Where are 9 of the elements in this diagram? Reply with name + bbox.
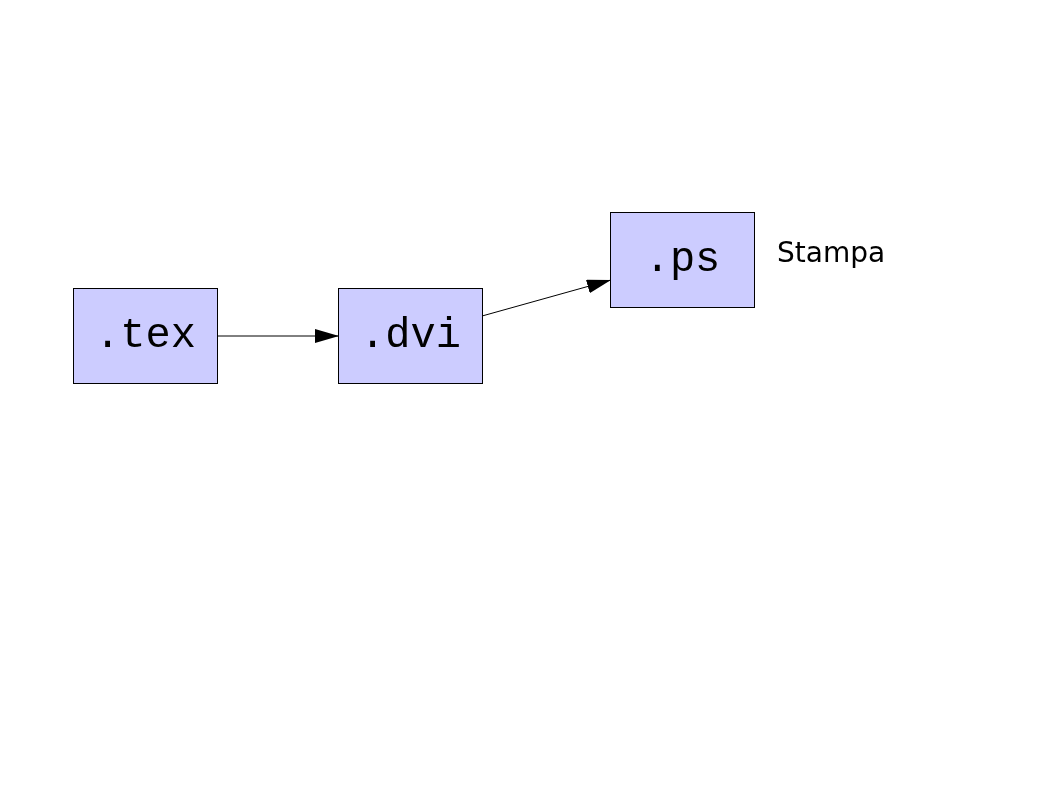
file-extension: .dvi <box>360 312 461 360</box>
file-box <box>338 288 483 384</box>
arrow <box>482 279 611 317</box>
file-extension: .ps <box>644 236 721 284</box>
file-box <box>73 288 218 384</box>
node-caption: Stampa <box>777 236 886 269</box>
file-box <box>610 212 755 308</box>
file-extension: .tex <box>95 312 196 360</box>
arrow <box>217 329 339 343</box>
